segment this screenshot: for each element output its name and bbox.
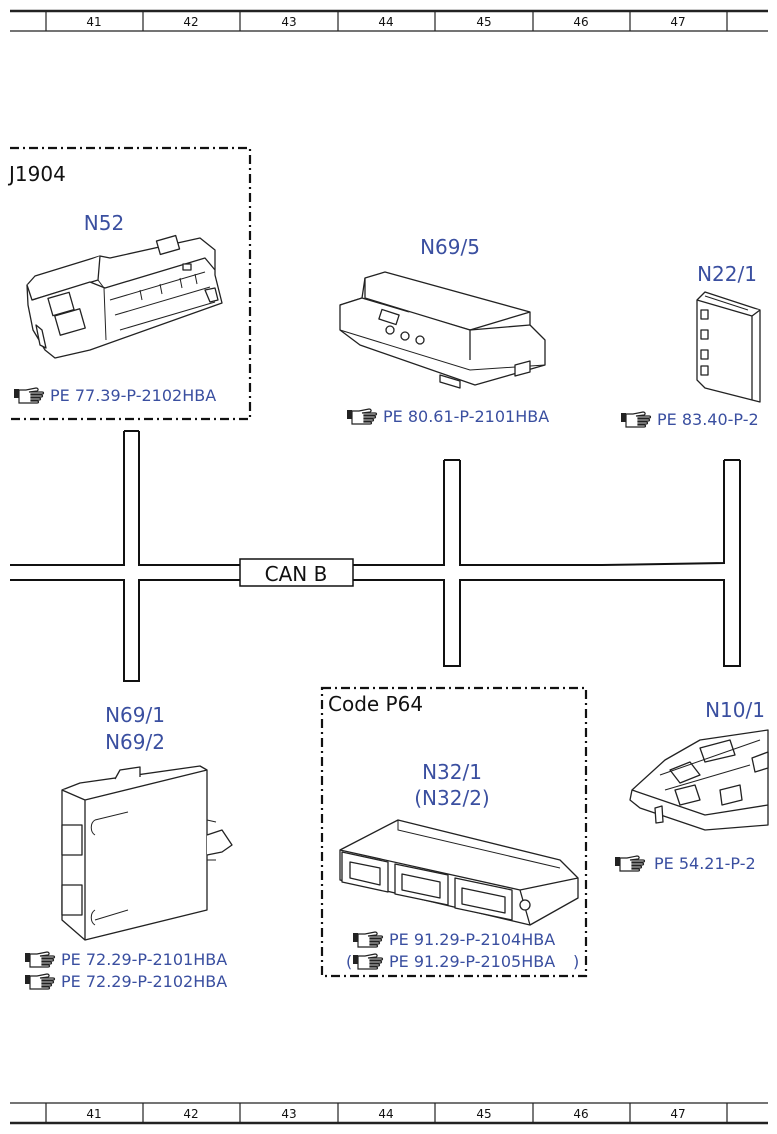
ruler-col-47: 47	[670, 1107, 685, 1121]
n22-1-ref-1: PE 83.40-P-2	[620, 410, 759, 429]
n32-1-label: N32/1	[422, 760, 482, 784]
group-code-p64: Code P64	[328, 692, 423, 716]
component-n22-1: N22/1 PE 83.40-P-2	[620, 262, 761, 429]
n32-1-ref-paren-open: (	[346, 952, 352, 971]
pointing-hand-icon	[352, 953, 384, 970]
can-bus-lines	[10, 430, 741, 682]
ruler-col-43: 43	[281, 15, 296, 29]
n69-1-label: N69/1	[105, 703, 165, 727]
ruler-col-41: 41	[86, 1107, 101, 1121]
pointing-hand-icon	[24, 973, 56, 990]
ruler-col-46: 46	[573, 1107, 588, 1121]
ruler-col-42: 42	[183, 15, 198, 29]
ruler-col-45: 45	[476, 15, 491, 29]
component-n69-5: N69/5 PE 80.61-P-2101HBA	[339, 235, 549, 426]
ruler-col-44: 44	[378, 15, 393, 29]
n69-1-drawing	[61, 765, 233, 941]
pointing-hand-icon	[620, 411, 652, 428]
n52-ref-text[interactable]: PE 77.39-P-2102HBA	[50, 386, 216, 405]
n32-connector-1	[341, 851, 389, 893]
group-box-j1904: J1904	[7, 146, 252, 421]
group-code-j1904: J1904	[7, 162, 66, 186]
component-n10-1: N10/1 PE 54.21-P-2	[614, 698, 769, 873]
can-b-label: CAN B	[265, 562, 328, 586]
ruler-col-47: 47	[670, 15, 685, 29]
can-b-label-box: CAN B	[239, 558, 354, 587]
component-n32-1: N32/1 (N32/2) PE 91.29-P-2104HBA	[339, 760, 579, 971]
n52-drawing	[26, 234, 223, 359]
n69-5-drawing	[339, 271, 546, 389]
pointing-hand-icon	[614, 855, 646, 872]
n52-ref-1: PE 77.39-P-2102HBA	[13, 386, 216, 405]
n32-1-ref-1: PE 91.29-P-2104HBA	[352, 930, 555, 949]
n32-1-ref-2: ( PE 91.29-P-2105HBA )	[346, 952, 579, 971]
n69-5-label: N69/5	[420, 235, 480, 259]
n52-label: N52	[84, 211, 124, 235]
n22-1-ref-text[interactable]: PE 83.40-P-2	[657, 410, 759, 429]
pointing-hand-icon	[13, 387, 45, 404]
ruler-col-44: 44	[378, 1107, 393, 1121]
ruler-col-46: 46	[573, 15, 588, 29]
n32-connector-2	[394, 863, 449, 906]
n32-1-drawing	[339, 819, 579, 926]
n32-1-ref-text-2[interactable]: PE 91.29-P-2105HBA	[389, 952, 555, 971]
n10-1-drawing	[629, 729, 769, 831]
n69-1-ref-text-1[interactable]: PE 72.29-P-2101HBA	[61, 950, 227, 969]
n69-5-ref-1: PE 80.61-P-2101HBA	[346, 407, 549, 426]
n22-1-label: N22/1	[697, 262, 757, 286]
n10-1-ref-text[interactable]: PE 54.21-P-2	[654, 854, 756, 873]
n69-1-ref-2: PE 72.29-P-2102HBA	[24, 972, 227, 991]
n10-1-ref-1: PE 54.21-P-2	[614, 854, 756, 873]
n69-1-ref-1: PE 72.29-P-2101HBA	[24, 950, 227, 969]
ruler-col-41: 41	[86, 15, 101, 29]
component-n69-1: N69/1 N69/2 PE 72.29-P-2101HBA PE 72.29-…	[24, 703, 233, 991]
n69-1-ref-text-2[interactable]: PE 72.29-P-2102HBA	[61, 972, 227, 991]
n32-2-label: (N32/2)	[414, 786, 489, 810]
n69-2-label: N69/2	[105, 730, 165, 754]
bottom-ruler: 41 42 43 44 45 46 47	[10, 1102, 768, 1125]
component-n52: N52 PE 77.39-P-2102HBA	[13, 211, 223, 405]
n32-1-ref-text-1[interactable]: PE 91.29-P-2104HBA	[389, 930, 555, 949]
ruler-col-43: 43	[281, 1107, 296, 1121]
pointing-hand-icon	[24, 951, 56, 968]
ruler-col-42: 42	[183, 1107, 198, 1121]
pointing-hand-icon	[346, 408, 378, 425]
n32-1-ref-paren-close: )	[573, 952, 579, 971]
n10-1-label: N10/1	[705, 698, 765, 722]
n32-connector-3	[454, 877, 513, 921]
ruler-col-45: 45	[476, 1107, 491, 1121]
pointing-hand-icon	[352, 931, 384, 948]
group-box-code-p64: Code P64	[320, 686, 588, 978]
n69-5-ref-text[interactable]: PE 80.61-P-2101HBA	[383, 407, 549, 426]
top-ruler: 41 42 43 44 45 46 47	[10, 9, 768, 32]
n22-1-drawing	[696, 291, 761, 403]
